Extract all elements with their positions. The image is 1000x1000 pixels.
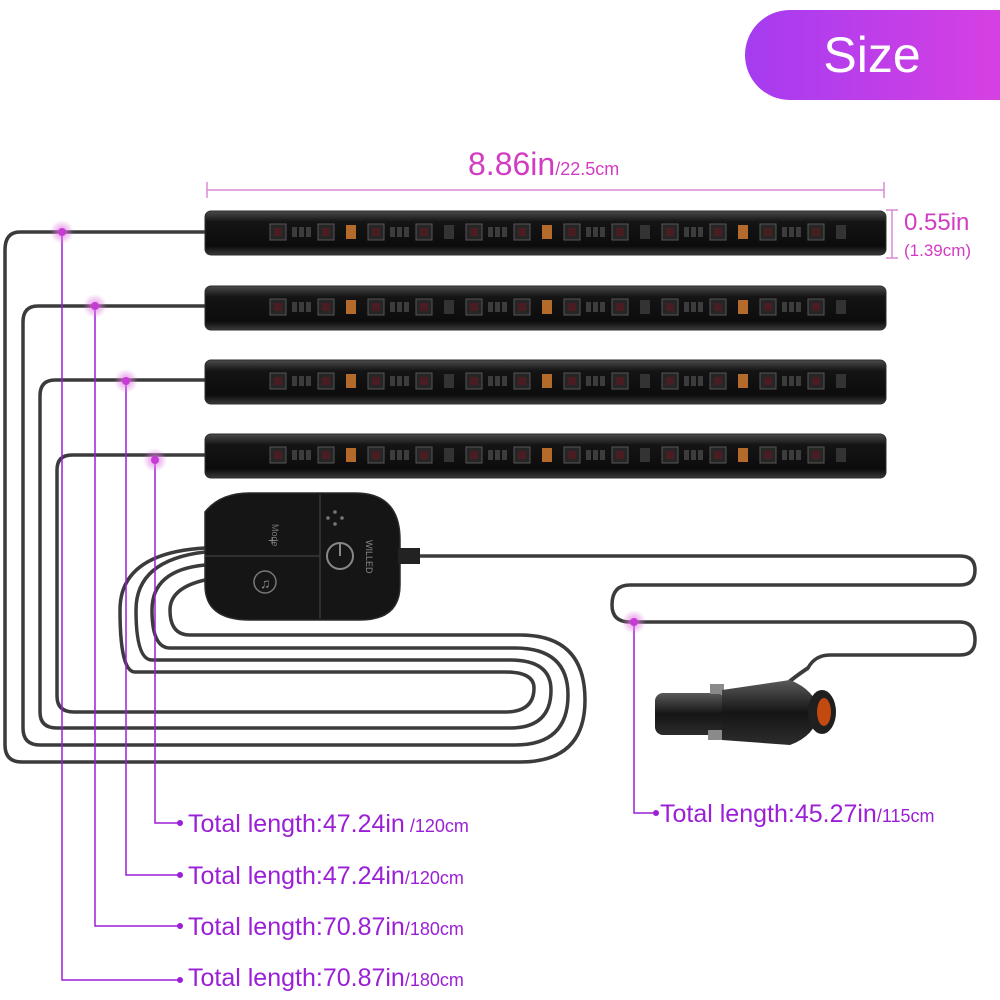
- size-badge: Size: [745, 10, 1000, 100]
- mode-label: Mode: [270, 524, 280, 547]
- cable-length-1: Total length:47.24in /120cm: [188, 810, 469, 838]
- cable-length-4: Total length:70.87in/180cm: [188, 964, 464, 992]
- measure-leads: [61, 232, 656, 981]
- svg-text:+: +: [268, 532, 276, 548]
- strip-cables: [3, 230, 587, 764]
- svg-text:8.86in/22.5cm: 8.86in/22.5cm: [468, 146, 619, 182]
- led-strip: [204, 433, 887, 479]
- height-value: 0.55in: [904, 209, 969, 236]
- height-dimension: 0.55in (1.39cm): [886, 209, 971, 260]
- power-icon[interactable]: [326, 542, 354, 570]
- led-strip: [204, 285, 887, 331]
- width-value: 8.86in: [468, 146, 555, 182]
- height-alt: (1.39cm): [904, 241, 971, 260]
- remote-controller[interactable]: Mode + WILLED ♫: [204, 492, 420, 621]
- cable-length-3: Total length:70.87in/180cm: [188, 913, 464, 941]
- led-strip: [204, 210, 887, 256]
- measure-dots: [50, 220, 659, 983]
- mic-icon: [326, 510, 344, 526]
- length-labels: Total length:47.24in /120cm Total length…: [188, 800, 935, 992]
- led-strip: [204, 359, 887, 405]
- brand-label: WILLED: [364, 540, 374, 574]
- size-badge-label: Size: [823, 27, 920, 83]
- svg-text:♫: ♫: [260, 575, 271, 591]
- led-strips: [204, 210, 887, 479]
- cable-length-2: Total length:47.24in/120cm: [188, 862, 464, 890]
- mode-plus-icon[interactable]: Mode +: [268, 524, 280, 548]
- plug-cable-length: Total length:45.27in/115cm: [660, 800, 935, 828]
- music-note-icon[interactable]: ♫: [253, 570, 277, 594]
- width-dimension: 8.86in/22.5cm: [206, 146, 885, 198]
- car-plug: [655, 666, 836, 745]
- power-cable: [418, 554, 977, 670]
- width-alt: /22.5cm: [555, 159, 619, 179]
